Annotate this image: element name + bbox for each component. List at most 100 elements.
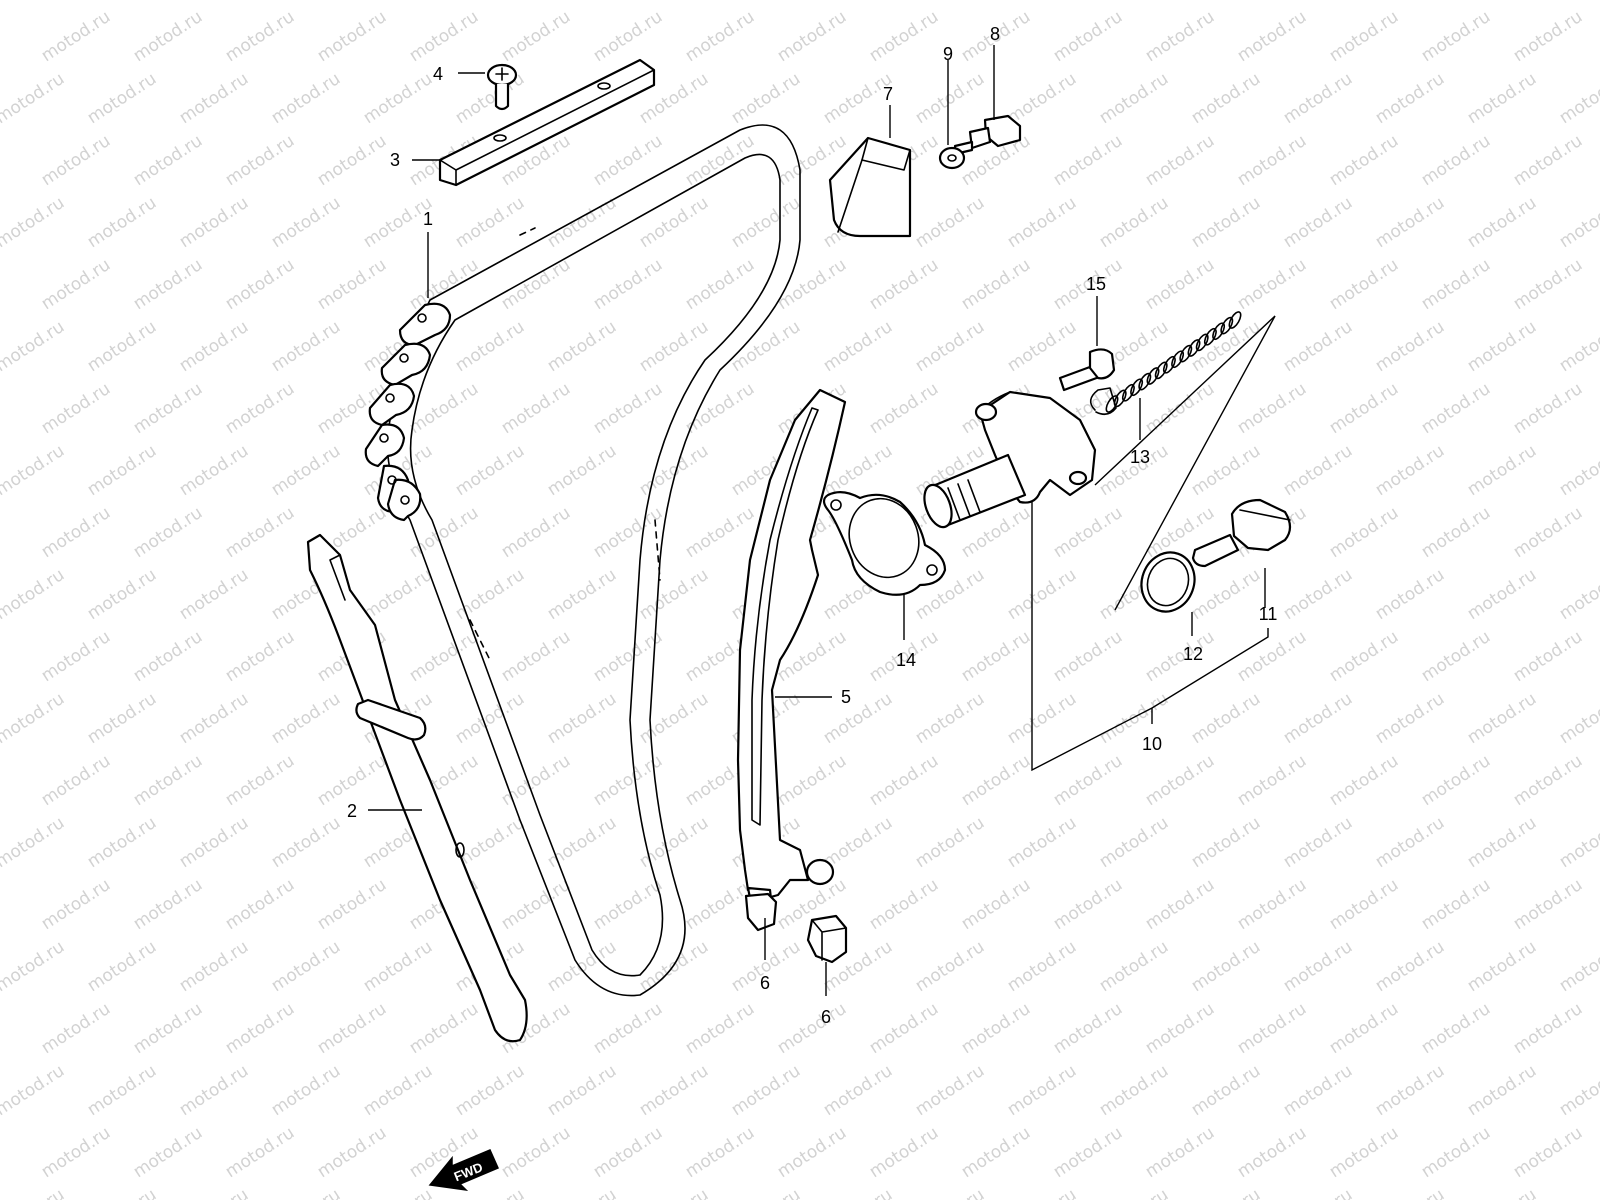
- watermark-text: motod.ru: [1234, 379, 1310, 438]
- callout-label-c15: 15: [1086, 274, 1106, 294]
- spring-coil: [1146, 367, 1160, 385]
- watermark-text: motod.ru: [912, 813, 988, 872]
- watermark-text: motod.ru: [268, 441, 344, 500]
- watermark-text: motod.ru: [38, 751, 114, 810]
- watermark-text: motod.ru: [1372, 441, 1448, 500]
- watermark-text: motod.ru: [222, 379, 298, 438]
- watermark-text: motod.ru: [1188, 193, 1264, 252]
- watermark-text: motod.ru: [498, 751, 574, 810]
- watermark-text: motod.ru: [1556, 69, 1600, 128]
- watermark-text: motod.ru: [1326, 503, 1402, 562]
- watermark-text: motod.ru: [958, 875, 1034, 934]
- watermark-text: motod.ru: [1142, 379, 1218, 438]
- watermark-text: motod.ru: [912, 937, 988, 996]
- watermark-text: motod.ru: [1326, 379, 1402, 438]
- watermark-text: motod.ru: [1004, 1061, 1080, 1120]
- watermark-text: motod.ru: [360, 1061, 436, 1120]
- watermark-text: motod.ru: [636, 193, 712, 252]
- chain-guide-upper: [438, 58, 656, 187]
- watermark-text: motod.ru: [38, 131, 114, 190]
- screw: [486, 63, 518, 111]
- watermark-text: motod.ru: [268, 69, 344, 128]
- watermark-text: motod.ru: [958, 627, 1034, 686]
- watermark-text: motod.ru: [1510, 131, 1586, 190]
- watermark-text: motod.ru: [84, 813, 160, 872]
- watermark-text: motod.ru: [1280, 441, 1356, 500]
- watermark-text: motod.ru: [1004, 1185, 1080, 1200]
- watermark-text: motod.ru: [912, 69, 988, 128]
- watermark-text: motod.ru: [866, 7, 942, 66]
- watermark-text: motod.ru: [0, 813, 68, 872]
- watermark-text: motod.ru: [1142, 751, 1218, 810]
- watermark-text: motod.ru: [406, 627, 482, 686]
- watermark-text: motod.ru: [1142, 131, 1218, 190]
- watermark-text: motod.ru: [1464, 441, 1540, 500]
- callout-label-c2: 2: [347, 801, 357, 821]
- watermark-text: motod.ru: [728, 69, 804, 128]
- callout-label-c9: 9: [943, 44, 953, 64]
- bolt-guide: [953, 114, 1022, 156]
- watermark-text: motod.ru: [130, 131, 206, 190]
- watermark-text: motod.ru: [1050, 131, 1126, 190]
- watermark-text: motod.ru: [1096, 193, 1172, 252]
- watermark-text: motod.ru: [728, 0, 804, 4]
- watermark-text: motod.ru: [38, 503, 114, 562]
- watermark-text: motod.ru: [590, 7, 666, 66]
- watermark-text: motod.ru: [1464, 317, 1540, 376]
- watermark-text: motod.ru: [498, 627, 574, 686]
- watermark-text: motod.ru: [1096, 937, 1172, 996]
- watermark-text: motod.ru: [1556, 565, 1600, 624]
- watermark-text: motod.ru: [84, 317, 160, 376]
- watermark-text: motod.ru: [1372, 813, 1448, 872]
- watermark-text: motod.ru: [1556, 1185, 1600, 1200]
- watermark-text: motod.ru: [774, 255, 850, 314]
- watermark-text: motod.ru: [1280, 69, 1356, 128]
- watermark-text: motod.ru: [820, 689, 896, 748]
- watermark-text: motod.ru: [84, 937, 160, 996]
- watermark-text: motod.ru: [1418, 627, 1494, 686]
- cushion-a: [744, 892, 778, 932]
- callout-label-c5: 5: [841, 687, 851, 707]
- watermark-text: motod.ru: [544, 689, 620, 748]
- watermark-text: motod.ru: [1050, 7, 1126, 66]
- watermark-text: motod.ru: [38, 999, 114, 1058]
- watermark-text: motod.ru: [130, 7, 206, 66]
- watermark-text: motod.ru: [866, 999, 942, 1058]
- watermark-text: motod.ru: [176, 317, 252, 376]
- callout-label-c11: 11: [1259, 604, 1278, 624]
- watermark-text: motod.ru: [1372, 1185, 1448, 1200]
- watermark-text: motod.ru: [38, 255, 114, 314]
- watermark-text: motod.ru: [498, 7, 574, 66]
- watermark-text: motod.ru: [1372, 937, 1448, 996]
- watermark-text: motod.ru: [360, 1185, 436, 1200]
- gasket: [822, 491, 947, 596]
- watermark-text: motod.ru: [1188, 0, 1264, 4]
- watermark-text: motod.ru: [268, 0, 344, 4]
- watermark-text: motod.ru: [0, 689, 68, 748]
- watermark-text: motod.ru: [1372, 565, 1448, 624]
- watermark-text: motod.ru: [222, 875, 298, 934]
- watermark-text: motod.ru: [728, 1061, 804, 1120]
- watermark-text: motod.ru: [1050, 1123, 1126, 1182]
- watermark-text: motod.ru: [1326, 999, 1402, 1058]
- watermark-text: motod.ru: [1234, 1123, 1310, 1182]
- guide-pad: [828, 136, 912, 238]
- watermark-text: motod.ru: [130, 379, 206, 438]
- callout-label-c3: 3: [390, 150, 400, 170]
- watermark-text: motod.ru: [1464, 1185, 1540, 1200]
- watermark-text: motod.ru: [590, 1123, 666, 1182]
- watermark-text: motod.ru: [1326, 627, 1402, 686]
- watermark-text: motod.ru: [636, 0, 712, 4]
- watermark-text: motod.ru: [866, 255, 942, 314]
- watermark-text: motod.ru: [1418, 7, 1494, 66]
- watermark-text: motod.ru: [1050, 875, 1126, 934]
- watermark-text: motod.ru: [0, 937, 68, 996]
- watermark-text: motod.ru: [1280, 937, 1356, 996]
- watermark-text: motod.ru: [222, 503, 298, 562]
- callout-label-c8: 8: [990, 24, 1000, 44]
- watermark-text: motod.ru: [544, 317, 620, 376]
- watermark-text: motod.ru: [84, 441, 160, 500]
- spring-coil: [1228, 311, 1242, 329]
- watermark-text: motod.ru: [176, 813, 252, 872]
- callout-label-c6a: 6: [760, 973, 770, 993]
